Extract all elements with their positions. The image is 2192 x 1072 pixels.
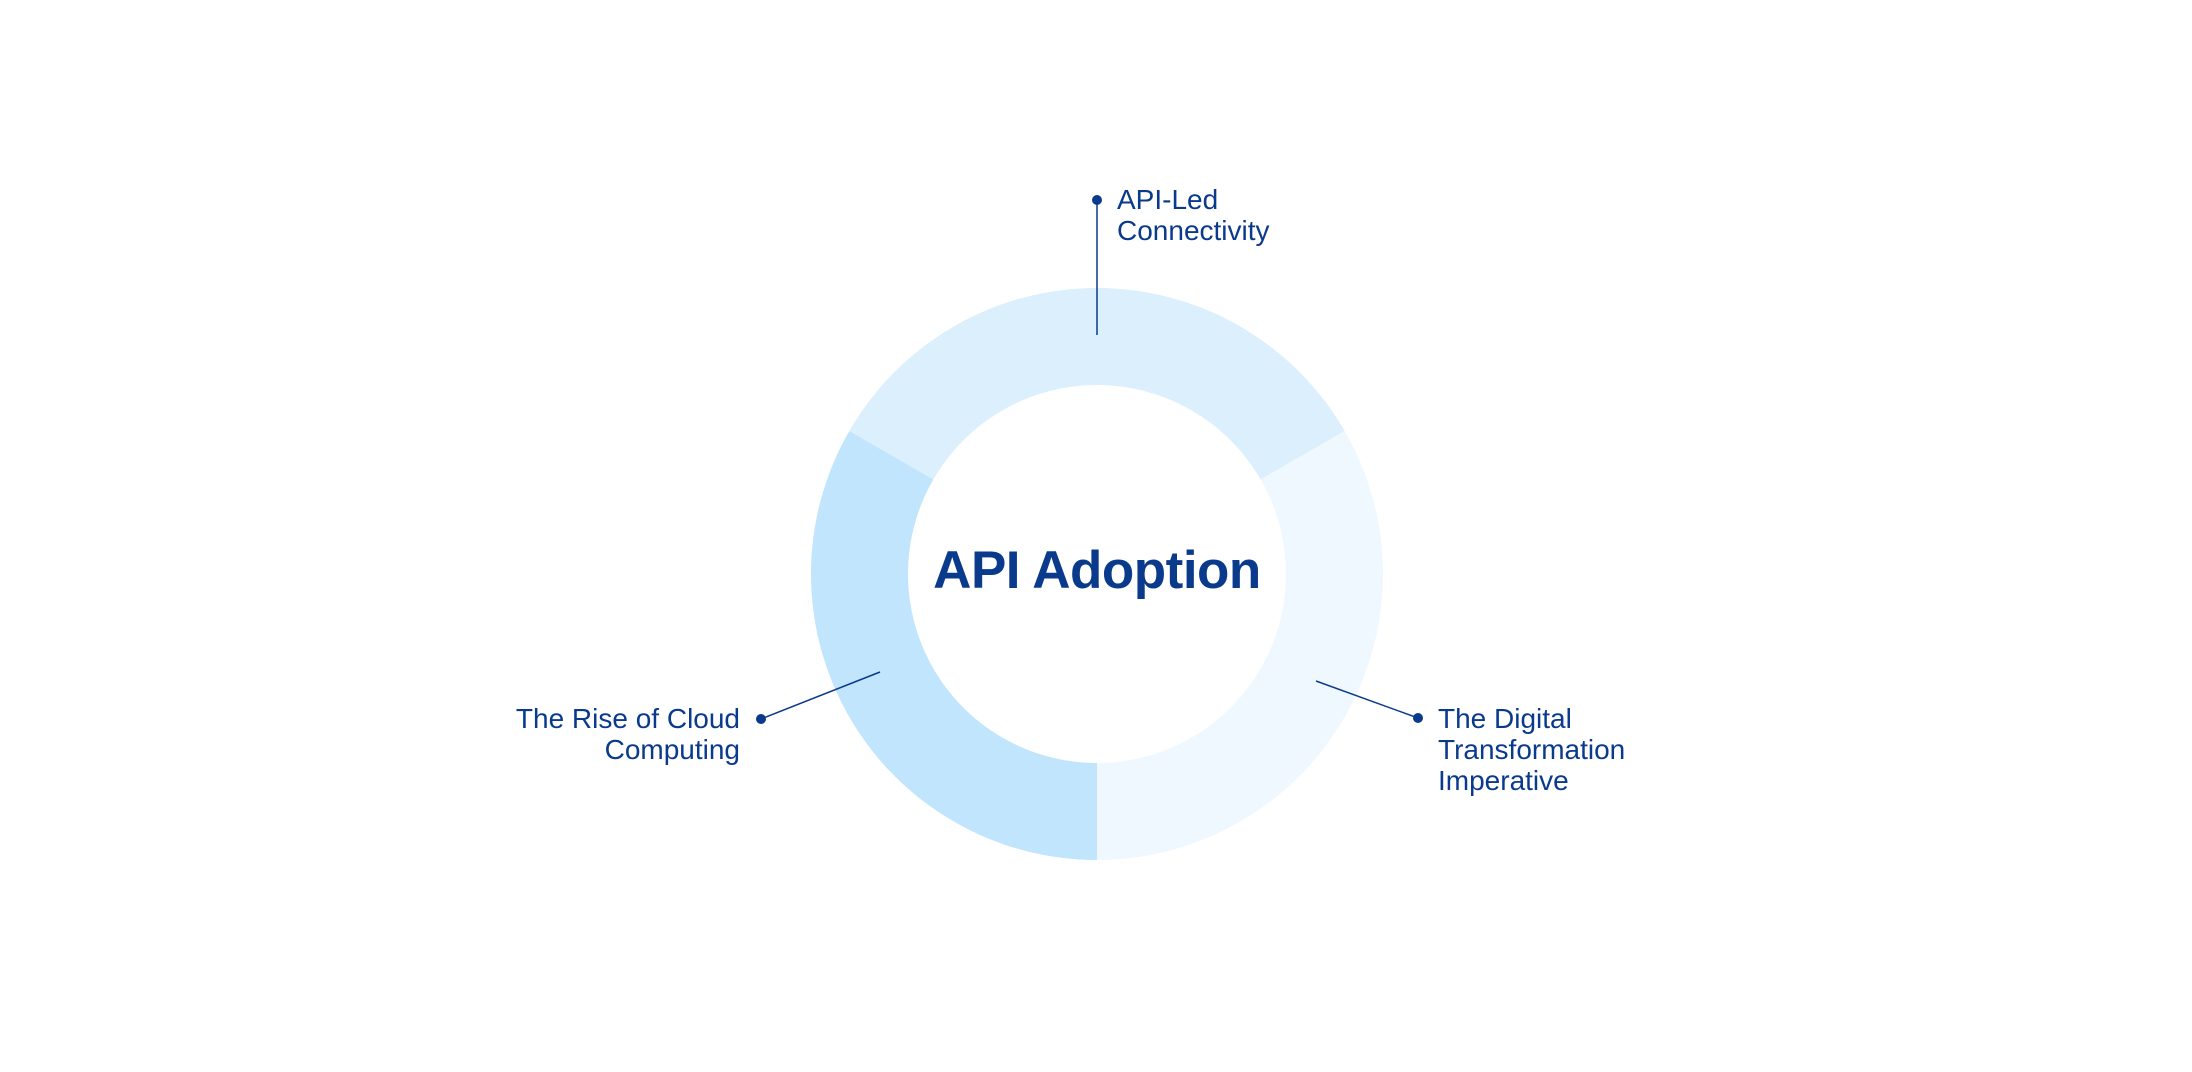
- leader-dot-right: [1413, 713, 1423, 723]
- segment-label-digital-transformation: The Digital Transformation Imperative: [1438, 703, 1626, 796]
- segment-label-api-led-connectivity: API-Led Connectivity: [1117, 184, 1270, 246]
- leader-dot-left: [756, 714, 766, 724]
- leader-line-right: [1315, 680, 1419, 719]
- leader-dot-top: [1092, 195, 1102, 205]
- leader-line-left: [760, 671, 881, 720]
- leaders-layer: [756, 195, 1423, 724]
- diagram-center-title: API Adoption: [933, 541, 1261, 600]
- donut-segment-right: [1097, 431, 1383, 860]
- donut-segment-top: [849, 287, 1345, 480]
- segment-label-rise-of-cloud: The Rise of Cloud Computing: [515, 703, 740, 765]
- donut-segment-left: [810, 431, 1097, 860]
- segments-layer: [810, 287, 1383, 860]
